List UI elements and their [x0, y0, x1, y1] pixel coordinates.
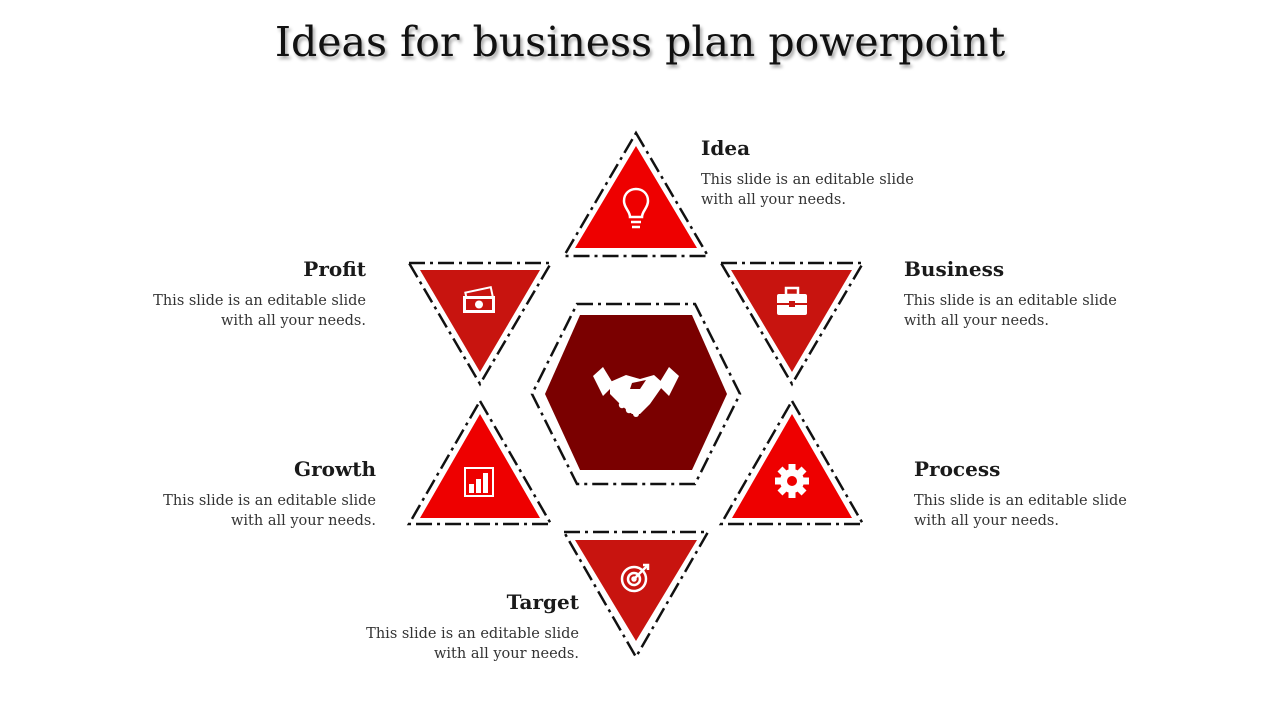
briefcase-icon: [777, 286, 807, 315]
growth-text: This slide is an editable slide with all…: [163, 493, 376, 529]
item-growth: Growth This slide is an editable slide w…: [76, 457, 376, 531]
lightbulb-icon: [622, 187, 650, 229]
profit-heading: Profit: [303, 257, 366, 281]
item-business: Business This slide is an editable slide…: [904, 257, 1204, 331]
idea-heading: Idea: [701, 136, 751, 160]
target-icon: [620, 563, 650, 593]
triangle-profit: [406, 261, 554, 387]
triangle-idea: [561, 130, 711, 258]
center-hexagon: [530, 302, 742, 486]
handshake-icon: [593, 367, 679, 417]
triangle-growth: [406, 398, 554, 526]
target-heading: Target: [506, 590, 579, 614]
gear-icon: [775, 464, 809, 498]
triangle-process: [718, 398, 866, 526]
target-text: This slide is an editable slide with all…: [366, 626, 579, 662]
item-idea: Idea This slide is an editable slide wit…: [701, 136, 1001, 210]
idea-text: This slide is an editable slide with all…: [701, 172, 914, 208]
business-heading: Business: [904, 257, 1005, 281]
growth-heading: Growth: [294, 457, 376, 481]
business-text: This slide is an editable slide with all…: [904, 293, 1117, 329]
triangle-business: [718, 261, 866, 387]
item-profit: Profit This slide is an editable slide w…: [66, 257, 366, 331]
item-process: Process This slide is an editable slide …: [914, 457, 1214, 531]
item-target: Target This slide is an editable slide w…: [279, 590, 579, 664]
bar-chart-icon: [464, 467, 494, 497]
process-heading: Process: [914, 457, 1001, 481]
profit-text: This slide is an editable slide with all…: [153, 293, 366, 329]
process-text: This slide is an editable slide with all…: [914, 493, 1127, 529]
slide-title: Ideas for business plan powerpoint: [274, 18, 1006, 66]
money-icon: [463, 286, 495, 313]
triangle-target: [561, 530, 711, 660]
